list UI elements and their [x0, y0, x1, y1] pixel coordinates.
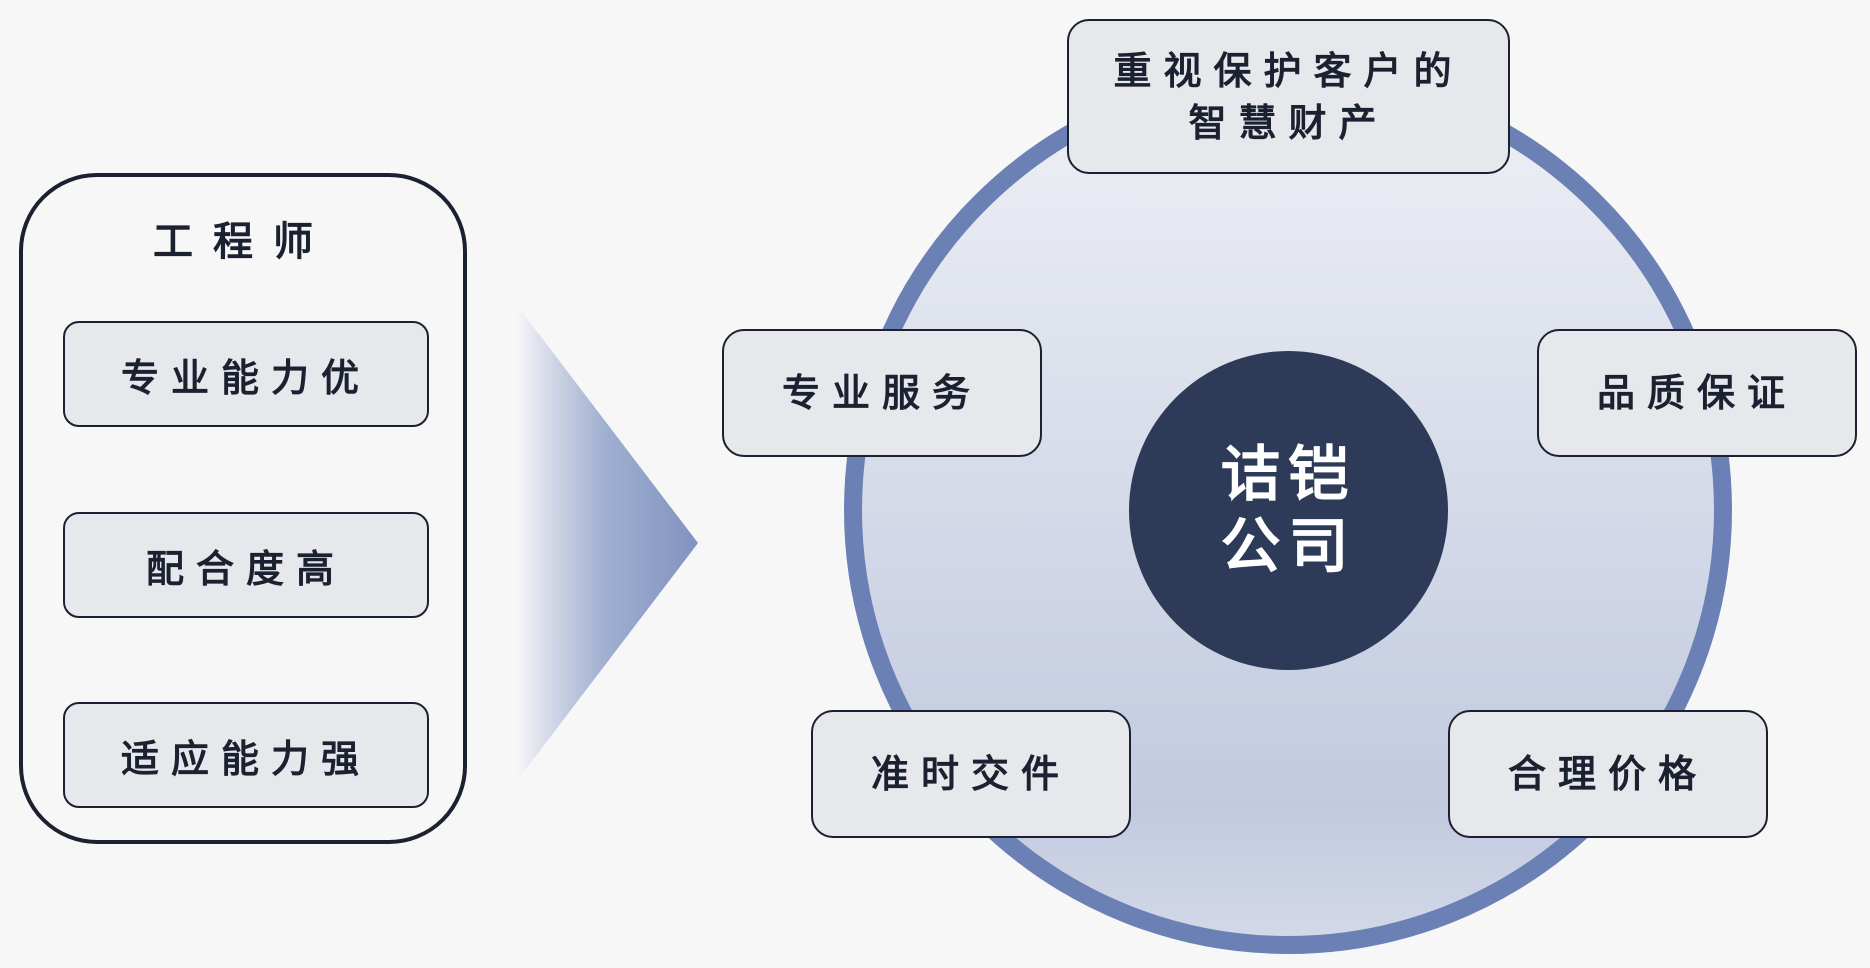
engineer-title: 工程师	[153, 219, 333, 265]
node-reasonable-price: 合理价格	[1448, 710, 1768, 838]
company-core: 诘铠 公司	[1129, 351, 1448, 670]
node-protect-ip-line1: 重视保护客户的	[1113, 48, 1464, 93]
company-name-line2: 公司	[1220, 511, 1357, 582]
arrow-right-icon	[516, 304, 698, 782]
node-protect-ip: 重视保护客户的 智慧财产	[1067, 19, 1510, 174]
engineer-item-adaptability: 适应能力强	[63, 702, 429, 808]
node-protect-ip-line2: 智慧财产	[1188, 100, 1389, 145]
node-quality-assurance: 品质保证	[1537, 329, 1857, 457]
engineer-item-cooperation: 配合度高	[63, 512, 429, 618]
engineer-item-professional: 专业能力优	[63, 321, 429, 427]
engineer-panel: 工程师	[19, 173, 467, 844]
company-name-line1: 诘铠	[1220, 439, 1357, 510]
node-on-time-delivery: 准时交件	[811, 710, 1131, 838]
node-professional-service: 专业服务	[722, 329, 1042, 457]
